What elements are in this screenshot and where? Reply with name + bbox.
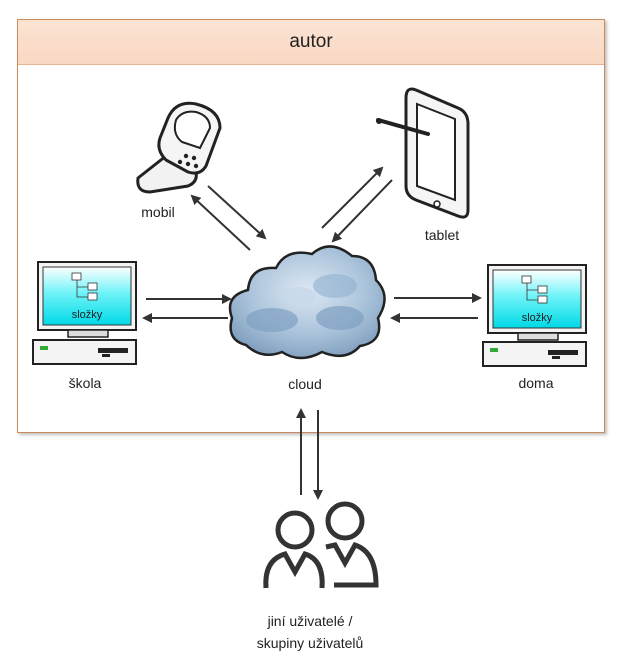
arrow-tablet-to-cloud xyxy=(331,179,393,243)
school-folders-label: složky xyxy=(72,309,103,321)
tablet-label: tablet xyxy=(424,227,460,243)
arrows xyxy=(142,166,482,500)
tablet-icon xyxy=(376,87,470,219)
mobile-phone-icon xyxy=(136,101,222,194)
arrow-mobile-to-cloud xyxy=(207,185,267,240)
arrow-cloud-to-mobile xyxy=(190,194,251,251)
author-frame-header: autor xyxy=(18,20,604,65)
home-folders-label: složky xyxy=(522,312,553,324)
computer-home-icon xyxy=(482,264,587,367)
mobile-label: mobil xyxy=(141,204,175,220)
arrow-cloud-to-tablet xyxy=(321,166,384,229)
users-label: jiní uživatelé / skupiny uživatelů xyxy=(220,610,400,654)
users-label-line2: skupiny uživatelů xyxy=(256,635,364,651)
cloud-icon xyxy=(228,245,386,360)
home-label: doma xyxy=(518,375,554,391)
cloud-label: cloud xyxy=(288,376,322,392)
author-title: autor xyxy=(289,31,333,52)
users-group-icon xyxy=(263,501,379,589)
computer-school-icon xyxy=(32,261,137,365)
users-label-line1: jiní uživatelé / xyxy=(267,613,353,629)
school-label: škola xyxy=(68,375,102,391)
